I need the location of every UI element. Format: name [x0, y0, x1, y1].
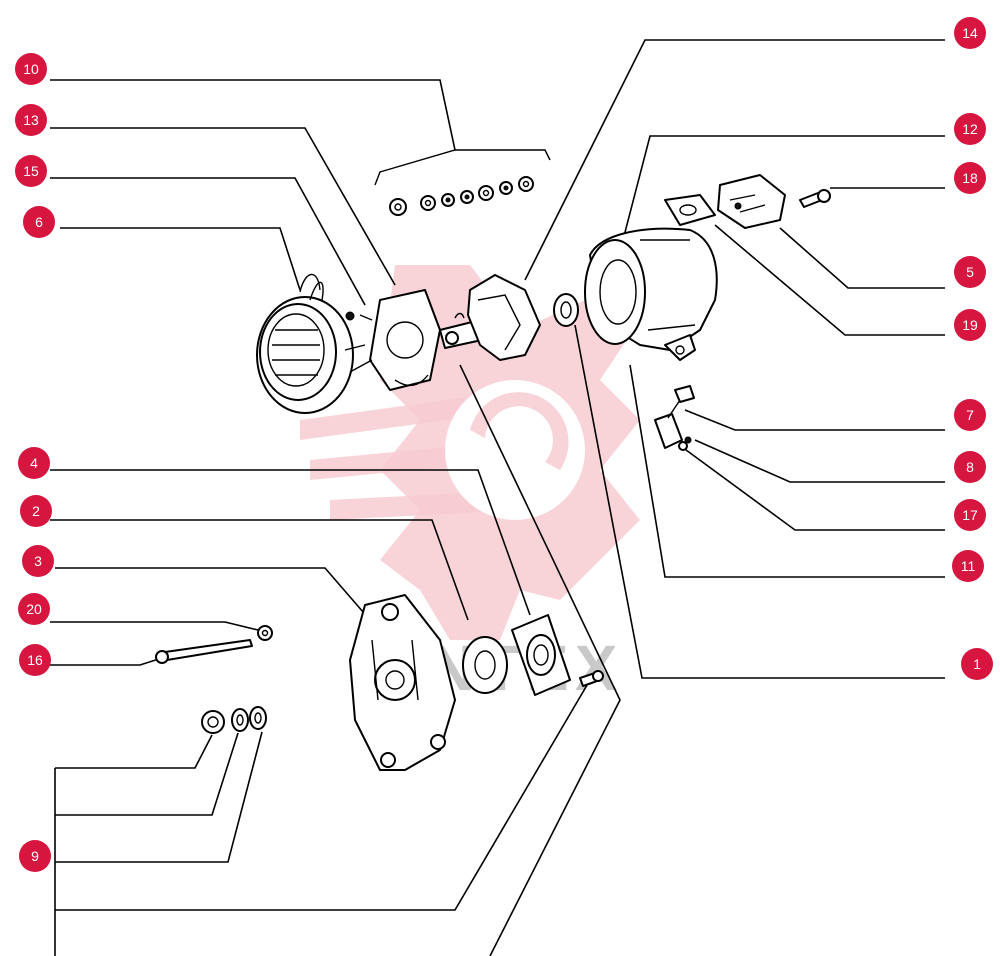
callout-10: 10	[15, 53, 47, 85]
bearing-ring	[553, 293, 579, 327]
svg-text:11: 11	[961, 558, 976, 574]
watermark-logo: INTEX	[300, 265, 640, 704]
svg-text:13: 13	[23, 112, 39, 128]
stator-drum	[256, 273, 354, 414]
svg-text:15: 15	[23, 163, 39, 179]
svg-text:3: 3	[34, 553, 42, 569]
svg-text:9: 9	[31, 848, 39, 864]
regulator-assembly	[664, 174, 831, 229]
svg-text:10: 10	[23, 61, 39, 77]
callout-9: 9	[19, 840, 51, 872]
brush-holder	[654, 385, 695, 451]
drive-end-housing	[584, 227, 718, 361]
callout-7: 7	[954, 399, 986, 431]
svg-text:4: 4	[30, 455, 38, 471]
svg-text:5: 5	[966, 264, 974, 280]
callout-1: 1	[961, 648, 993, 680]
svg-text:1: 1	[973, 656, 981, 672]
callout-6: 6	[23, 206, 55, 238]
svg-text:14: 14	[962, 25, 978, 41]
callout-2: 2	[20, 495, 52, 527]
rotor	[439, 274, 541, 361]
svg-text:18: 18	[962, 170, 978, 186]
svg-text:16: 16	[27, 652, 43, 668]
callout-16: 16	[19, 644, 51, 676]
callout-5: 5	[954, 256, 986, 288]
small-screw	[579, 670, 604, 687]
svg-text:19: 19	[962, 317, 978, 333]
rectifier-plate	[344, 289, 441, 391]
callout-3: 3	[22, 545, 54, 577]
callout-14: 14	[954, 17, 986, 49]
leader-lines	[50, 39, 945, 956]
callout-4: 4	[18, 447, 50, 479]
callout-19: 19	[954, 309, 986, 341]
svg-text:7: 7	[966, 407, 974, 423]
callout-20: 20	[18, 593, 50, 625]
through-bolt	[155, 625, 273, 664]
callout-18: 18	[954, 162, 986, 194]
callout-11: 11	[952, 550, 984, 582]
small-parts-set	[374, 149, 551, 216]
callout-15: 15	[15, 155, 47, 187]
nut-washer-set	[201, 706, 267, 734]
svg-text:6: 6	[35, 214, 43, 230]
svg-text:17: 17	[962, 507, 978, 523]
svg-text:8: 8	[966, 459, 974, 475]
bearing-and-plate	[462, 614, 571, 696]
callout-13: 13	[15, 104, 47, 136]
svg-text:12: 12	[962, 121, 978, 137]
callout-17: 17	[954, 499, 986, 531]
svg-text:2: 2	[32, 503, 40, 519]
svg-text:20: 20	[26, 601, 42, 617]
callout-12: 12	[954, 113, 986, 145]
callout-8: 8	[954, 451, 986, 483]
end-housing	[349, 594, 456, 771]
